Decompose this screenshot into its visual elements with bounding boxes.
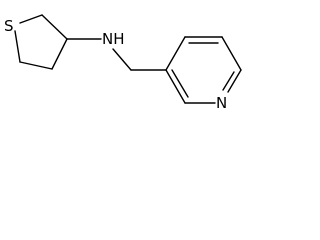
bond-nh-ch2 xyxy=(112,48,132,71)
bond-s-c2 xyxy=(19,14,43,24)
chemical-structure-diagram: S NH N xyxy=(4,14,242,112)
bond-c5-s xyxy=(14,30,21,63)
sulfur-atom-label: S xyxy=(4,17,14,35)
bond-c2-c3 xyxy=(41,14,68,40)
atom-labels: S NH N xyxy=(4,17,227,112)
thiolane-ring xyxy=(14,14,68,70)
bond-c3-c4 xyxy=(51,38,68,70)
double-bond-c6-n-pyr xyxy=(222,71,235,91)
pyridine-ring xyxy=(165,36,242,104)
bond-c2-c3-pyr xyxy=(165,69,186,104)
bond-c4-c5 xyxy=(19,61,53,70)
bond-c6-n-pyr xyxy=(227,69,242,93)
bond-c5-c6-pyr xyxy=(221,36,242,71)
amine-atom-label: NH xyxy=(102,30,125,48)
bond-c3-c4-pyr xyxy=(165,36,186,71)
double-bond-c2-c3-pyr xyxy=(171,69,189,98)
amine-linker xyxy=(66,38,167,71)
pyridine-nitrogen-label: N xyxy=(216,94,227,112)
